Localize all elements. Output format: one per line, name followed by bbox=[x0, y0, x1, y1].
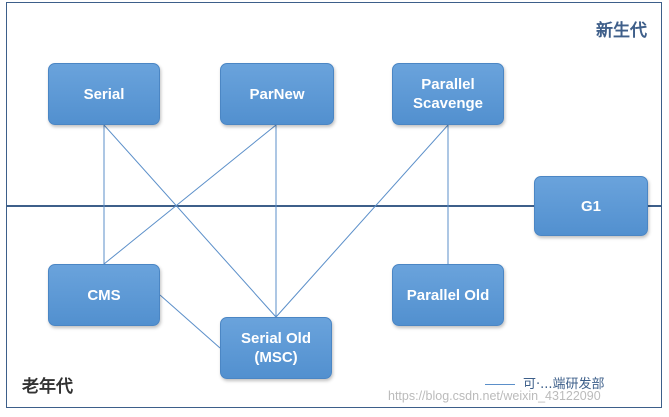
collector-parallel-old: Parallel Old bbox=[392, 264, 504, 326]
legend-line bbox=[485, 384, 515, 385]
url-watermark: https://blog.csdn.net/weixin_43122090 bbox=[388, 389, 601, 403]
edge-parallel-scavenge-serial-old bbox=[275, 124, 449, 318]
young-generation-label: 新生代 bbox=[596, 21, 647, 41]
collector-parallel-scavenge: Parallel Scavenge bbox=[392, 63, 504, 125]
edge-serial-serial-old bbox=[103, 124, 277, 318]
old-generation-label: 老年代 bbox=[22, 377, 73, 397]
collector-g1: G1 bbox=[534, 176, 648, 236]
generation-divider bbox=[6, 205, 662, 207]
collector-serial: Serial bbox=[48, 63, 160, 125]
edge-parnew-cms bbox=[103, 124, 277, 265]
collector-parnew: ParNew bbox=[220, 63, 334, 125]
collector-cms: CMS bbox=[48, 264, 160, 326]
edge-cms-serial-old bbox=[159, 294, 221, 349]
collector-serial-old: Serial Old (MSC) bbox=[220, 317, 332, 379]
legend-watermark: 可·...端研发部 bbox=[485, 373, 605, 392]
legend-watermark-text: 可·...端研发部 bbox=[523, 377, 605, 392]
